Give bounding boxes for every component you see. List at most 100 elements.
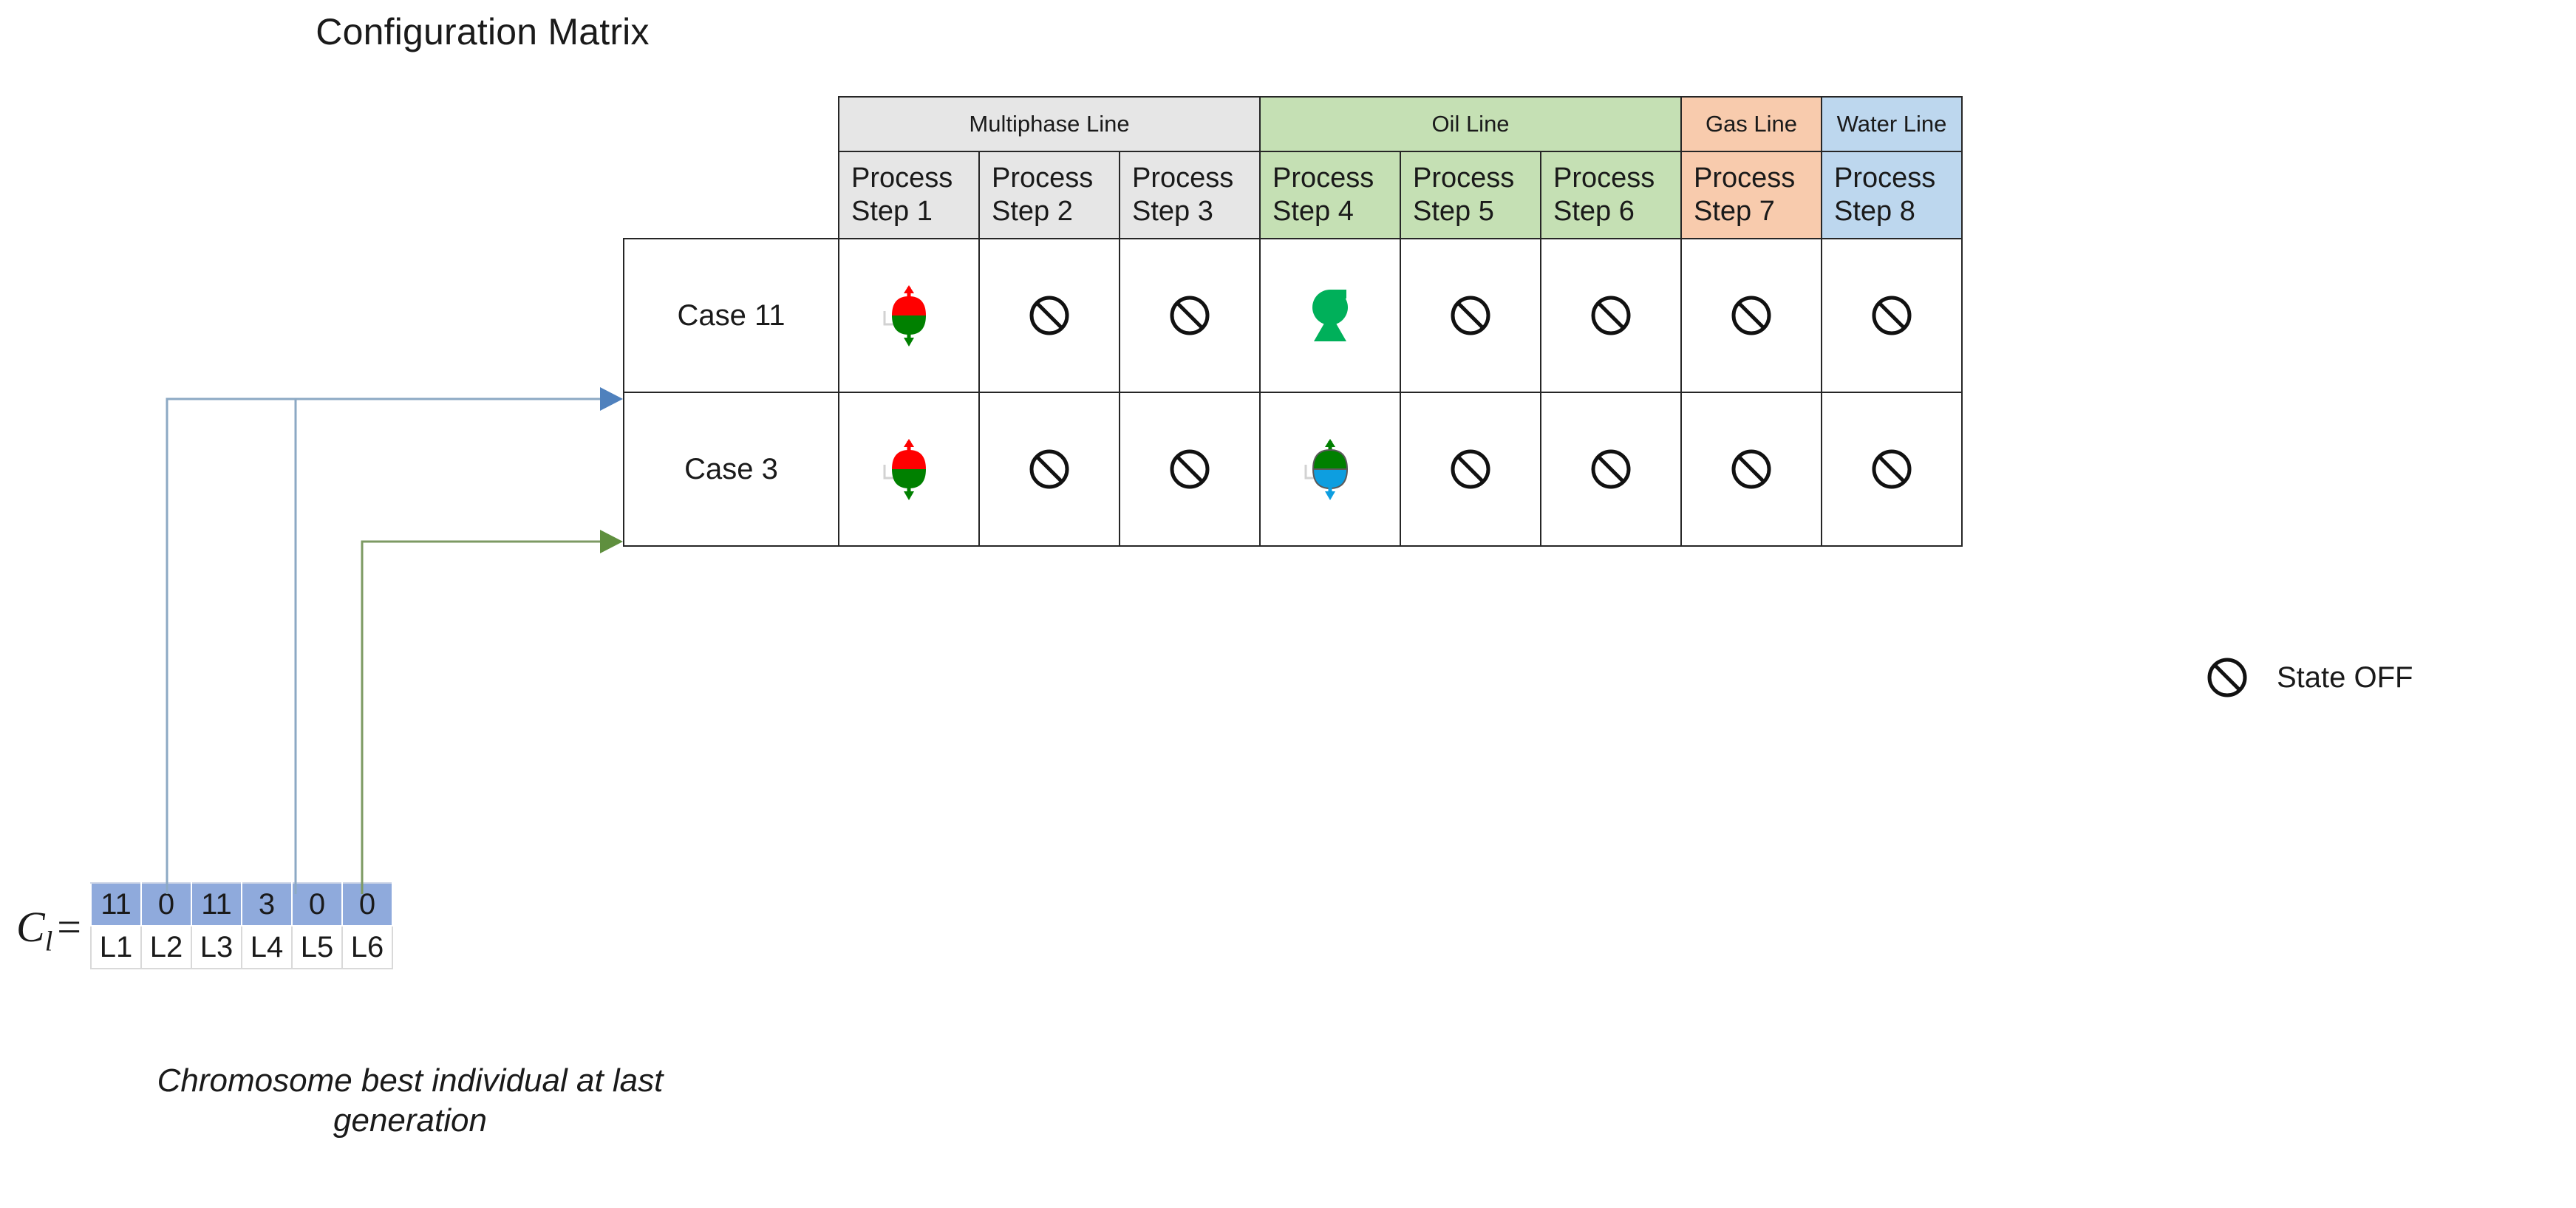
- cell-case3-step5: [1400, 392, 1541, 547]
- state-off-icon: [1449, 448, 1492, 491]
- gene-value-6: 0: [341, 882, 393, 927]
- state-off-icon: [1589, 448, 1632, 491]
- chromosome-equals: =: [57, 903, 81, 951]
- gene-label-6: L6: [341, 925, 393, 969]
- step-header-line1: Process: [1694, 163, 1796, 194]
- chromosome-symbol-subscript: l: [44, 926, 53, 958]
- step-header-line2: Step 8: [1834, 196, 1915, 227]
- gene-value-5: 0: [290, 882, 343, 927]
- state-off-icon: [1449, 294, 1492, 337]
- step-header-line1: Process: [1413, 163, 1515, 194]
- chromosome-labels-row: L1 L2 L3 L4 L5 L6: [89, 925, 393, 969]
- step-header-line1: Process: [851, 163, 953, 194]
- line-group-label: Water Line: [1836, 111, 1947, 137]
- step-header-line2: Step 4: [1272, 196, 1354, 227]
- process-step-6-header: Process Step 6: [1540, 151, 1682, 239]
- gene-value-2: 0: [140, 882, 192, 927]
- separator-gas-oil-icon: [879, 283, 939, 348]
- chromosome-symbol: Cl=: [16, 882, 90, 956]
- gene-value-1: 11: [89, 882, 142, 927]
- cell-case11-step8: [1821, 238, 1963, 393]
- state-off-icon: [1028, 294, 1071, 337]
- case-3-connector: [361, 530, 623, 894]
- chromosome-block: Cl= 11 0 11 3 0 0 L1 L2 L3 L4 L5 L6: [16, 882, 393, 969]
- line-group-header-row: Multiphase Line Oil Line Gas Line Water …: [624, 96, 1963, 152]
- state-off-icon: [1730, 294, 1773, 337]
- line-group-gas: Gas Line: [1680, 96, 1822, 152]
- cell-case3-step8: [1821, 392, 1963, 547]
- step-header-line2: Step 2: [992, 196, 1073, 227]
- state-off-icon: [1168, 294, 1211, 337]
- step-header-line1: Process: [1834, 163, 1936, 194]
- line-group-oil: Oil Line: [1259, 96, 1682, 152]
- step-header-line1: Process: [1553, 163, 1655, 194]
- separator-gas-oil-icon: [879, 437, 939, 502]
- state-off-icon: [1870, 448, 1913, 491]
- gene-label-4: L4: [240, 925, 293, 969]
- cell-case3-step4: [1259, 392, 1401, 547]
- cell-case11-step2: [978, 238, 1120, 393]
- process-step-5-header: Process Step 5: [1400, 151, 1541, 239]
- case-column-corner-2: [624, 151, 839, 239]
- line-group-multiphase: Multiphase Line: [838, 96, 1261, 152]
- state-off-icon: [2206, 656, 2249, 699]
- gene-value-4: 3: [240, 882, 293, 927]
- cell-case3-step7: [1680, 392, 1822, 547]
- line-group-label: Oil Line: [1431, 111, 1510, 137]
- cell-case11-step5: [1400, 238, 1541, 393]
- process-step-2-header: Process Step 2: [978, 151, 1120, 239]
- gene-value-3: 11: [190, 882, 242, 927]
- cell-case11-step6: [1540, 238, 1682, 393]
- step-header-line2: Step 5: [1413, 196, 1494, 227]
- process-step-8-header: Process Step 8: [1821, 151, 1963, 239]
- table-row: Case 11: [623, 238, 1963, 393]
- gene-label-1: L1: [89, 925, 142, 969]
- separator-oil-water-icon: [1300, 437, 1360, 502]
- chromosome-values-row: 11 0 11 3 0 0: [89, 882, 393, 927]
- process-step-header-row: Process Step 1 Process Step 2 Process St…: [624, 151, 1963, 239]
- state-off-icon: [1870, 294, 1913, 337]
- configuration-matrix-table: Multiphase Line Oil Line Gas Line Water …: [623, 96, 1963, 547]
- page-title: Configuration Matrix: [0, 10, 2576, 53]
- case-label-cell: Case 3: [623, 392, 839, 547]
- cell-case11-step7: [1680, 238, 1822, 393]
- state-off-icon: [1730, 448, 1773, 491]
- step-header-line2: Step 3: [1132, 196, 1213, 227]
- process-step-7-header: Process Step 7: [1680, 151, 1822, 239]
- step-header-line2: Step 1: [851, 196, 933, 227]
- step-header-line1: Process: [1272, 163, 1374, 194]
- cell-case11-step4: [1259, 238, 1401, 393]
- step-header-line2: Step 7: [1694, 196, 1775, 227]
- cell-case3-step3: [1119, 392, 1261, 547]
- step-header-line1: Process: [992, 163, 1094, 194]
- cell-case3-step1: [838, 392, 980, 547]
- pump-icon: [1306, 287, 1355, 344]
- line-group-water: Water Line: [1821, 96, 1963, 152]
- cell-case3-step2: [978, 392, 1120, 547]
- state-off-icon: [1168, 448, 1211, 491]
- step-header-line2: Step 6: [1553, 196, 1635, 227]
- gene-label-3: L3: [190, 925, 242, 969]
- process-step-3-header: Process Step 3: [1119, 151, 1261, 239]
- step-header-line1: Process: [1132, 163, 1234, 194]
- chromosome-caption: Chromosome best individual at last gener…: [15, 1061, 805, 1140]
- gene-label-2: L2: [140, 925, 192, 969]
- chromosome-symbol-letter: C: [16, 903, 45, 951]
- caption-line-1: Chromosome best individual at last: [157, 1062, 664, 1099]
- case-label-cell: Case 11: [623, 238, 839, 393]
- cell-case3-step6: [1540, 392, 1682, 547]
- case-column-corner: [624, 97, 839, 151]
- process-step-1-header: Process Step 1: [838, 151, 980, 239]
- state-off-icon: [1589, 294, 1632, 337]
- case-11-connector: [166, 387, 623, 894]
- line-group-label: Multiphase Line: [969, 111, 1130, 137]
- table-row: Case 3: [623, 392, 1963, 547]
- process-step-4-header: Process Step 4: [1259, 151, 1401, 239]
- legend: State OFF: [2206, 656, 2413, 699]
- caption-line-2: generation: [333, 1102, 487, 1139]
- line-group-label: Gas Line: [1705, 111, 1798, 137]
- gene-label-5: L5: [290, 925, 343, 969]
- state-off-icon: [1028, 448, 1071, 491]
- page-title-text: Configuration Matrix: [316, 11, 650, 52]
- legend-label: State OFF: [2277, 661, 2413, 694]
